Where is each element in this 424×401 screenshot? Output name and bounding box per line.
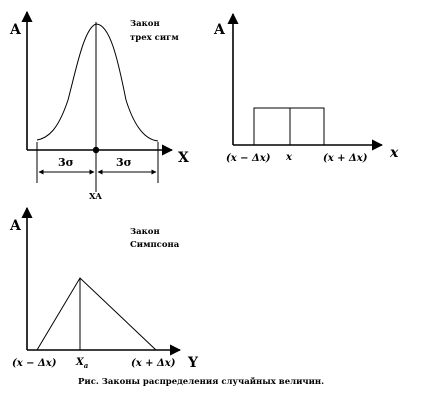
panel3-x-axis-label: Y [187, 355, 199, 371]
simpson-triangle [36, 277, 157, 351]
panel1-right-interval-label: 3σ [116, 156, 132, 169]
panel1-left-interval-label: 3σ [58, 156, 74, 169]
panel2-x-axis-label: x [389, 145, 399, 161]
panel1-center-label: XA [89, 192, 102, 202]
panel3-tick-left: (x − Δx) [12, 358, 57, 369]
panel3-title-line2: Симпсона [130, 240, 180, 250]
panel3-tick-center: Xa [75, 357, 89, 370]
figure-caption: Рис. Законы распределения случайных вели… [78, 376, 324, 387]
panel2-y-axis-label: A [213, 22, 226, 38]
panel3-y-axis-label: A [9, 218, 22, 234]
uniform-box [253, 107, 325, 146]
panel2-tick-center: x [285, 152, 293, 163]
panel3-title-line1: Закон [130, 227, 160, 237]
panel2-tick-right: (x + Δx) [323, 153, 368, 164]
panel-three-sigma: A X Закон трех сигм 3σ 3σ XA [9, 10, 189, 202]
panel1-x-axis-label: X [178, 150, 189, 166]
panel1-y-axis-label: A [9, 22, 22, 38]
panel2-tick-left: (x − Δx) [226, 153, 271, 164]
panel-uniform: A x (x − Δx) x (x + Δx) [213, 12, 399, 164]
panel1-title-line1: Закон [130, 19, 160, 29]
panel1-title-line2: трех сигм [130, 33, 179, 43]
panel3-tick-right: (x + Δx) [131, 358, 176, 369]
panel-simpson: A Y Закон Симпсона (x − Δx) Xa (x + Δx) [9, 206, 199, 371]
